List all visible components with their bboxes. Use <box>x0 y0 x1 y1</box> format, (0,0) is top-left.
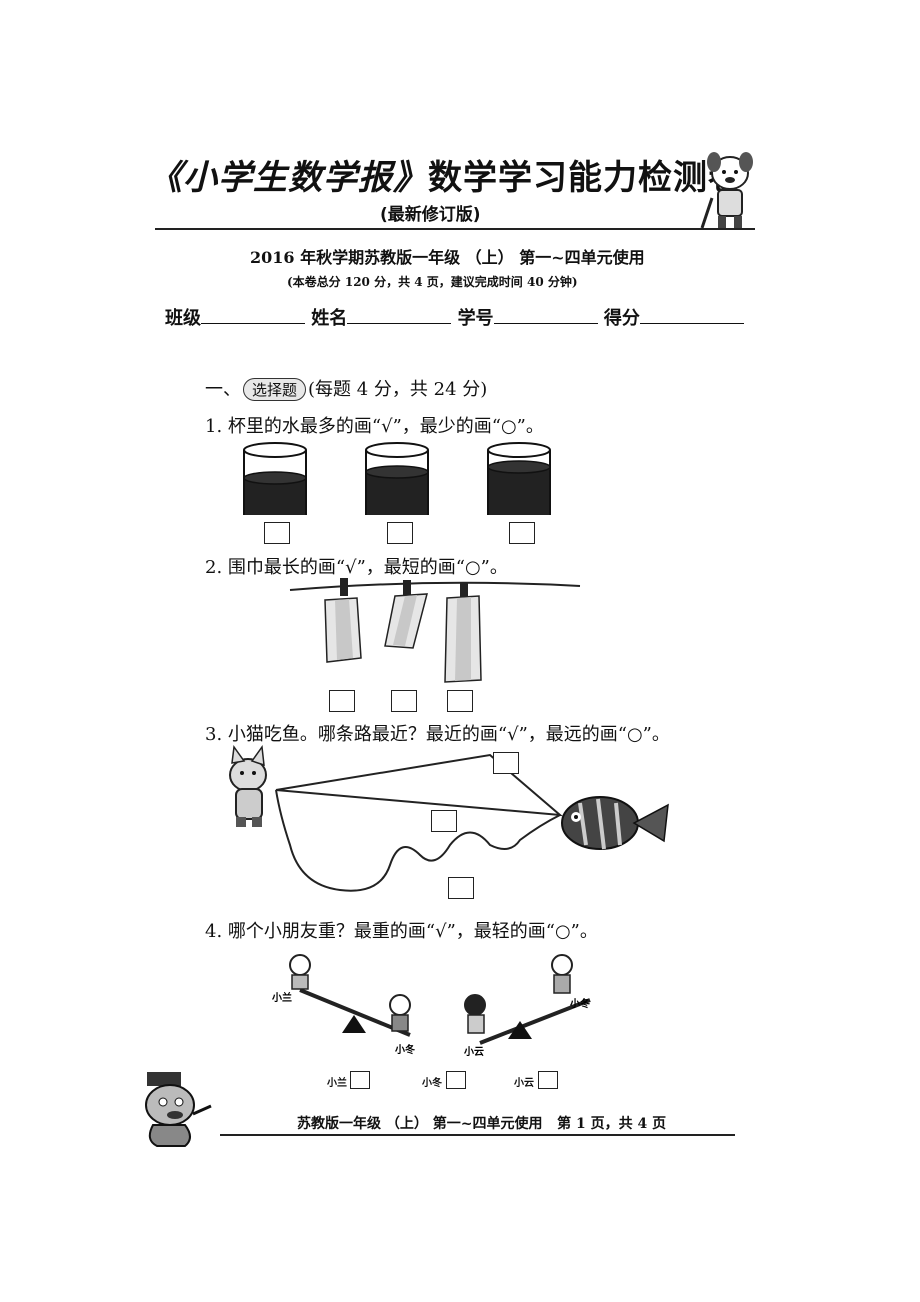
number-field[interactable] <box>493 307 598 324</box>
student-info: 班级 姓名 学号 得分 <box>165 304 744 330</box>
subtitle: (最新修订版) <box>380 205 481 225</box>
q2-answer-box-1[interactable] <box>329 690 355 712</box>
footer-page: 第 1 页，共 4 页 <box>557 1116 667 1132</box>
footer-mascot-icon <box>145 1072 212 1147</box>
name-label: 姓名 <box>311 308 348 329</box>
q4-answer-box-yun[interactable] <box>538 1071 558 1089</box>
class-label: 班级 <box>165 308 201 329</box>
seesaw-illustration: 小兰 小冬 小云 小冬 <box>271 954 591 1058</box>
q1-answer-box-1[interactable] <box>264 522 290 544</box>
q4-label-yun: 小云 <box>514 1078 534 1089</box>
question-4: 4. 哪个小朋友重？最重的画“√”，最轻的画“○”。 <box>205 921 598 942</box>
scarf-3 <box>444 582 482 683</box>
page-title: 《小学生数学报》数学学习能力检测卷 <box>148 150 743 199</box>
seesaw-label-dong-right: 小冬 <box>569 997 590 1010</box>
seesaw-right <box>464 954 591 1045</box>
q1-answer-box-2[interactable] <box>387 522 413 544</box>
cat-fish-paths-illustration <box>229 745 669 892</box>
q1-answer-box-3[interactable] <box>509 522 535 544</box>
cup-2 <box>365 442 429 515</box>
q3-answer-box-middle[interactable] <box>431 810 457 832</box>
scarf-1 <box>324 578 362 663</box>
cup-3 <box>487 442 551 515</box>
footer-rule <box>220 1134 735 1136</box>
grade-line: 2016 年秋学期苏教版一年级 （上） 第一~四单元使用 <box>250 248 645 267</box>
seesaw-label-lan: 小兰 <box>271 991 292 1004</box>
fish-icon <box>561 796 669 850</box>
mascot-dog-icon <box>700 152 753 229</box>
name-field[interactable] <box>347 307 452 324</box>
q2-answer-box-2[interactable] <box>391 690 417 712</box>
section-prefix: 一、 <box>205 379 241 400</box>
q4-label-lan: 小兰 <box>327 1078 347 1089</box>
section-points: (每题 4 分，共 24 分) <box>308 379 488 400</box>
q4-label-dong: 小冬 <box>422 1078 442 1089</box>
seesaw-label-dong-left: 小冬 <box>394 1043 415 1056</box>
q2-answer-box-3[interactable] <box>447 690 473 712</box>
q4-answer-box-lan[interactable] <box>350 1071 370 1089</box>
q4-answer-box-dong[interactable] <box>446 1071 466 1089</box>
number-label: 学号 <box>457 308 494 329</box>
score-field[interactable] <box>639 307 744 324</box>
q3-answer-box-bottom[interactable] <box>448 877 474 899</box>
scarves-illustration <box>289 578 581 683</box>
header-rule <box>155 228 755 230</box>
section-badge: 选择题 <box>243 378 307 401</box>
cups-illustration <box>243 442 551 515</box>
footer-text: 苏教版一年级 （上） 第一~四单元使用 第 1 页，共 4 页 <box>297 1113 666 1133</box>
cup-1 <box>243 442 307 515</box>
cat-icon <box>229 745 267 827</box>
q3-answer-box-top[interactable] <box>493 752 519 774</box>
question-2: 2. 围巾最长的画“√”，最短的画“○”。 <box>205 557 508 578</box>
title-brand: 《小学生数学报》 <box>148 158 428 198</box>
seesaw-label-yun: 小云 <box>463 1045 484 1058</box>
footer-edition: 苏教版一年级 （上） 第一~四单元使用 <box>297 1116 543 1132</box>
class-field[interactable] <box>201 307 305 324</box>
question-1: 1. 杯里的水最多的画“√”，最少的画“○”。 <box>205 416 544 437</box>
title-rest: 数学学习能力检测卷 <box>428 158 743 198</box>
scarf-2 <box>384 580 428 649</box>
seesaw-left <box>289 954 411 1037</box>
question-3: 3. 小猫吃鱼。哪条路最近？最近的画“√”，最远的画“○”。 <box>205 724 670 745</box>
score-label: 得分 <box>603 308 640 329</box>
section-heading: 一、选择题(每题 4 分，共 24 分) <box>205 375 487 401</box>
exam-note: (本卷总分 120 分，共 4 页，建议完成时间 40 分钟) <box>287 275 578 289</box>
